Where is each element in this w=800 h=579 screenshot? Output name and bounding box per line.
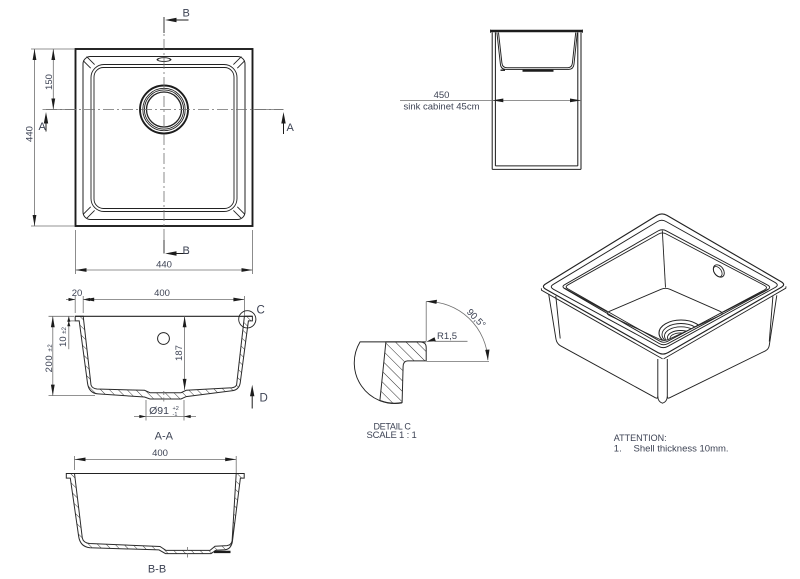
svg-text:10 ±2: 10 ±2: [58, 326, 69, 347]
svg-text:20: 20: [72, 288, 83, 299]
svg-text:150: 150: [44, 74, 55, 90]
svg-text:-1: -1: [173, 412, 178, 418]
svg-text:+2: +2: [173, 406, 179, 412]
svg-text:DETAIL C: DETAIL C: [373, 422, 411, 432]
svg-text:187: 187: [174, 345, 185, 361]
svg-text:A-A: A-A: [155, 431, 174, 443]
svg-text:Ø91: Ø91: [149, 405, 169, 417]
svg-text:A: A: [287, 122, 295, 134]
svg-text:B-B: B-B: [148, 564, 166, 576]
svg-text:450: 450: [434, 90, 450, 101]
svg-text:400: 400: [152, 448, 168, 459]
svg-text:B: B: [183, 245, 190, 257]
svg-text:ATTENTION:: ATTENTION:: [614, 433, 667, 443]
svg-text:R1,5: R1,5: [437, 331, 457, 342]
svg-text:1.: 1.: [614, 444, 622, 455]
svg-text:440: 440: [25, 126, 36, 142]
svg-text:C: C: [257, 305, 265, 317]
svg-text:400: 400: [154, 288, 170, 299]
svg-text:A: A: [39, 121, 47, 133]
svg-text:sink cabinet 45cm: sink cabinet 45cm: [403, 102, 479, 113]
svg-text:440: 440: [156, 260, 172, 271]
svg-text:D: D: [260, 393, 268, 405]
svg-text:SCALE 1 : 1: SCALE 1 : 1: [366, 430, 416, 441]
svg-text:Shell thickness 10mm.: Shell thickness 10mm.: [634, 444, 729, 455]
svg-text:B: B: [183, 8, 190, 20]
svg-text:200 ±2: 200 ±2: [44, 344, 55, 373]
